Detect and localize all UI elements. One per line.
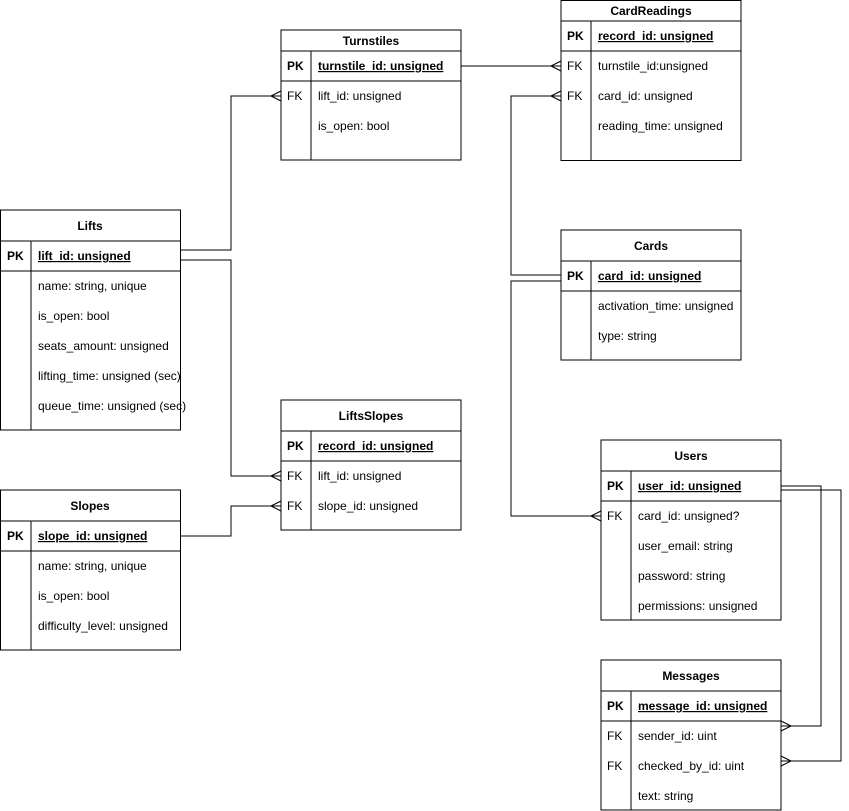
primary-key-field: lift_id: unsigned xyxy=(38,249,131,263)
field: is_open: bool xyxy=(318,119,389,133)
field: name: string, unique xyxy=(38,559,147,573)
fk-label: FK xyxy=(607,729,622,743)
connector-lifts-liftsslopes[interactable] xyxy=(181,259,281,477)
table-users[interactable]: Users PK user_id: unsigned FK card_id: u… xyxy=(600,439,782,621)
field: sender_id: uint xyxy=(638,729,717,743)
field: name: string, unique xyxy=(38,279,147,293)
primary-key-field: record_id: unsigned xyxy=(598,29,713,43)
field: type: string xyxy=(598,329,657,343)
crowfoot-liftsslopes-slope xyxy=(270,500,282,512)
field: checked_by_id: uint xyxy=(638,759,745,773)
table-title: LiftsSlopes xyxy=(339,409,404,423)
field: lifting_time: unsigned (sec) xyxy=(38,369,181,383)
crowfoot-messages-checker xyxy=(780,755,792,767)
field: activation_time: unsigned xyxy=(598,299,733,313)
crowfoot-cardreadings-turnstile xyxy=(550,60,562,72)
primary-key-field: turnstile_id: unsigned xyxy=(318,59,443,73)
pk-label: PK xyxy=(607,479,624,493)
pk-label: PK xyxy=(607,699,624,713)
connector-users-messages-sender[interactable] xyxy=(781,485,822,727)
pk-label: PK xyxy=(287,59,304,73)
field: turnstile_id:unsigned xyxy=(598,59,708,73)
table-cards[interactable]: Cards PK card_id: unsigned activation_ti… xyxy=(560,229,742,361)
relationship-lines xyxy=(181,60,842,767)
table-title: Messages xyxy=(662,669,720,683)
field: difficulty_level: unsigned xyxy=(38,619,168,633)
crowfoot-turnstiles-lift xyxy=(270,90,282,102)
connector-slopes-liftsslopes[interactable] xyxy=(181,505,281,537)
pk-label: PK xyxy=(287,439,304,453)
field: text: string xyxy=(638,789,693,803)
field: is_open: bool xyxy=(38,309,109,323)
crowfoot-messages-sender xyxy=(780,720,792,732)
fk-label: FK xyxy=(607,759,622,773)
pk-label: PK xyxy=(7,529,24,543)
table-title: CardReadings xyxy=(610,4,692,18)
field: password: string xyxy=(638,569,725,583)
primary-key-field: record_id: unsigned xyxy=(318,439,433,453)
connector-lifts-turnstiles[interactable] xyxy=(181,95,281,251)
pk-label: PK xyxy=(567,269,584,283)
connector-cards-users[interactable] xyxy=(510,280,601,517)
table-turnstiles[interactable]: Turnstiles PK turnstile_id: unsigned FK … xyxy=(280,29,462,161)
fk-label: FK xyxy=(567,59,582,73)
field: lift_id: unsigned xyxy=(318,89,401,103)
table-title: Turnstiles xyxy=(343,34,400,48)
table-title: Slopes xyxy=(70,499,110,513)
pk-label: PK xyxy=(567,29,584,43)
connector-cards-cardreadings[interactable] xyxy=(510,95,561,276)
field: permissions: unsigned xyxy=(638,599,757,613)
table-box xyxy=(560,0,742,161)
crowfoot-users-card xyxy=(590,510,602,522)
fk-label: FK xyxy=(287,89,302,103)
field: reading_time: unsigned xyxy=(598,119,723,133)
table-lifts[interactable]: Lifts PK lift_id: unsigned name: string,… xyxy=(0,209,187,431)
field: seats_amount: unsigned xyxy=(38,339,169,353)
table-cardreadings[interactable]: CardReadings PK record_id: unsigned FK t… xyxy=(560,0,742,161)
field: card_id: unsigned xyxy=(598,89,693,103)
fk-label: FK xyxy=(567,89,582,103)
table-slopes[interactable]: Slopes PK slope_id: unsigned name: strin… xyxy=(0,489,182,651)
crowfoot-cardreadings-card xyxy=(550,90,562,102)
primary-key-field: message_id: unsigned xyxy=(638,699,767,713)
fk-label: FK xyxy=(607,509,622,523)
fk-label: FK xyxy=(287,499,302,513)
field: slope_id: unsigned xyxy=(318,499,418,513)
field: lift_id: unsigned xyxy=(318,469,401,483)
crowfoot-liftsslopes-lift xyxy=(270,470,282,482)
table-title: Cards xyxy=(634,239,668,253)
table-box xyxy=(600,439,782,621)
field: user_email: string xyxy=(638,539,733,553)
table-title: Users xyxy=(674,449,708,463)
primary-key-field: card_id: unsigned xyxy=(598,269,701,283)
field: card_id: unsigned? xyxy=(638,509,740,523)
table-messages[interactable]: Messages PK message_id: unsigned FK send… xyxy=(600,659,782,811)
field: is_open: bool xyxy=(38,589,109,603)
field: queue_time: unsigned (sec) xyxy=(38,399,186,413)
connector-users-messages-checker[interactable] xyxy=(781,489,842,762)
table-title: Lifts xyxy=(77,219,103,233)
primary-key-field: user_id: unsigned xyxy=(638,479,741,493)
table-liftsslopes[interactable]: LiftsSlopes PK record_id: unsigned FK li… xyxy=(280,399,462,531)
pk-label: PK xyxy=(7,249,24,263)
primary-key-field: slope_id: unsigned xyxy=(38,529,147,543)
fk-label: FK xyxy=(287,469,302,483)
